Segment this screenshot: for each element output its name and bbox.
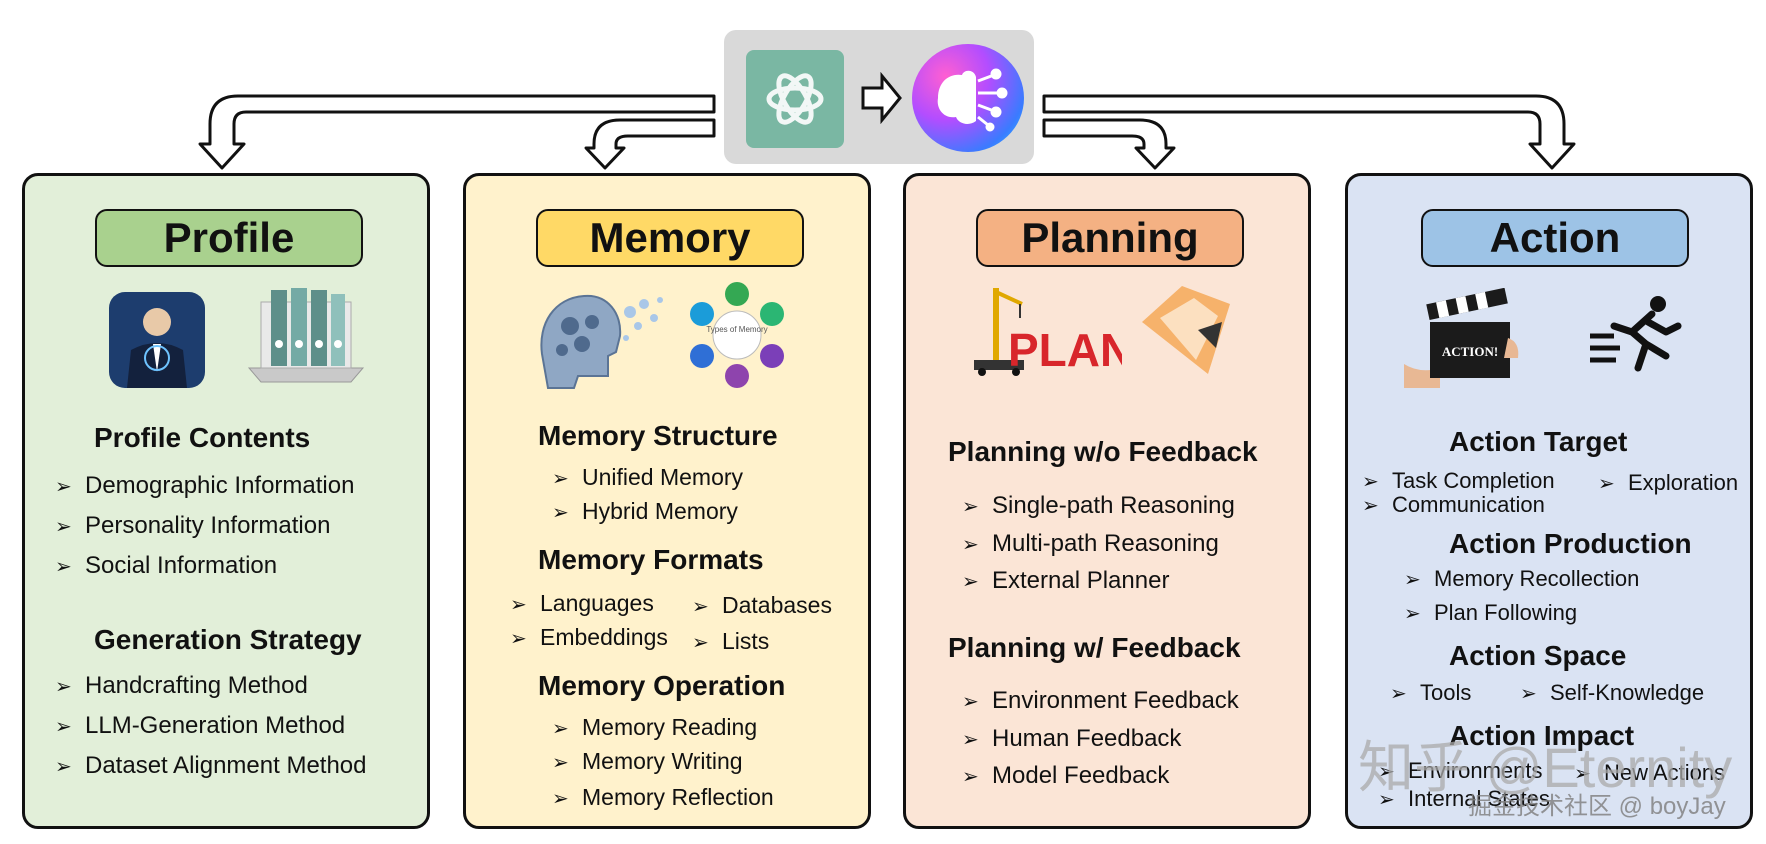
openai-logo-icon — [746, 50, 844, 148]
action-title: Action — [1421, 209, 1689, 267]
generation-strategy-heading: Generation Strategy — [94, 624, 362, 655]
list-item: Internal States — [1378, 786, 1550, 812]
profile-panel: Profile Profile Contents Demographic Inf… — [22, 173, 430, 829]
watermark-main: 知乎 @Eternity — [1358, 736, 1733, 799]
list-item: Memory Reading — [552, 714, 757, 741]
list-item: Dataset Alignment Method — [55, 752, 367, 780]
list-item: Multi-path Reasoning — [962, 530, 1219, 558]
action-space-heading: Action Space — [1449, 640, 1627, 671]
action-production-heading: Action Production — [1449, 528, 1692, 559]
list-item: Tools — [1390, 680, 1471, 706]
list-item: Hybrid Memory — [552, 498, 738, 525]
list-item: Languages — [510, 590, 654, 617]
list-item: Environment Feedback — [962, 687, 1239, 715]
plan-label: PLAN — [1008, 324, 1122, 376]
list-item: Personality Information — [55, 512, 330, 540]
right-arrow-icon — [860, 71, 904, 129]
clapper-label: ACTION! — [1442, 344, 1498, 359]
file-binders-laptop-icon — [247, 284, 365, 389]
gears-head-icon — [534, 284, 668, 399]
list-item: Plan Following — [1404, 600, 1577, 626]
list-item: Exploration — [1598, 470, 1738, 496]
planning-without-feedback-heading: Planning w/o Feedback — [948, 436, 1258, 467]
list-item: Memory Reflection — [552, 784, 774, 811]
businessman-icon — [109, 292, 205, 393]
paper-sheets-icon — [1138, 282, 1234, 383]
memory-operation-heading: Memory Operation — [538, 670, 786, 701]
connector-arrows — [198, 94, 1576, 170]
list-item: Memory Writing — [552, 748, 743, 775]
memory-formats-heading: Memory Formats — [538, 544, 764, 575]
list-item: Environments — [1378, 758, 1543, 784]
action-impact-heading: Action Impact — [1449, 720, 1635, 751]
list-item: Lists — [692, 628, 769, 655]
planning-panel: Planning PLAN Planning w/o Feedback Sing… — [903, 173, 1311, 829]
watermark-sub: 掘金技术社区 @ boyJay — [1468, 793, 1726, 820]
planning-with-feedback-heading: Planning w/ Feedback — [948, 632, 1241, 663]
list-item: Handcrafting Method — [55, 672, 308, 700]
ai-brain-icon — [912, 44, 1024, 152]
action-panel: Action ACTION! Action Target Task Comple… — [1345, 173, 1753, 829]
memory-structure-heading: Memory Structure — [538, 420, 778, 451]
list-item: Self-Knowledge — [1520, 680, 1704, 706]
types-of-memory-label: Types of Memory — [706, 325, 767, 334]
clapperboard-icon: ACTION! — [1400, 287, 1520, 397]
profile-title: Profile — [95, 209, 363, 267]
list-item: Memory Recollection — [1404, 566, 1639, 592]
list-item: Unified Memory — [552, 464, 743, 491]
profile-contents-heading: Profile Contents — [94, 422, 311, 453]
llm-to-agent-hub — [724, 30, 1034, 164]
list-item: Databases — [692, 592, 832, 619]
list-item: Single-path Reasoning — [962, 492, 1235, 520]
list-item: Communication — [1362, 492, 1545, 518]
planning-title: Planning — [976, 209, 1244, 267]
action-target-heading: Action Target — [1449, 426, 1628, 457]
list-item: Demographic Information — [55, 472, 354, 500]
plan-crane-icon: PLAN — [962, 284, 1133, 381]
list-item: New Actions — [1574, 760, 1725, 786]
list-item: Model Feedback — [962, 762, 1169, 790]
running-person-icon — [1588, 292, 1688, 387]
list-item: Social Information — [55, 552, 277, 580]
list-item: External Planner — [962, 567, 1169, 595]
list-item: LLM-Generation Method — [55, 712, 345, 740]
list-item: Task Completion — [1362, 468, 1555, 494]
types-of-memory-icon: Types of Memory — [684, 280, 790, 395]
list-item: Human Feedback — [962, 725, 1181, 753]
list-item: Embeddings — [510, 624, 668, 651]
memory-panel: Memory Types of Memory Memory Structure … — [463, 173, 871, 829]
memory-title: Memory — [536, 209, 804, 267]
